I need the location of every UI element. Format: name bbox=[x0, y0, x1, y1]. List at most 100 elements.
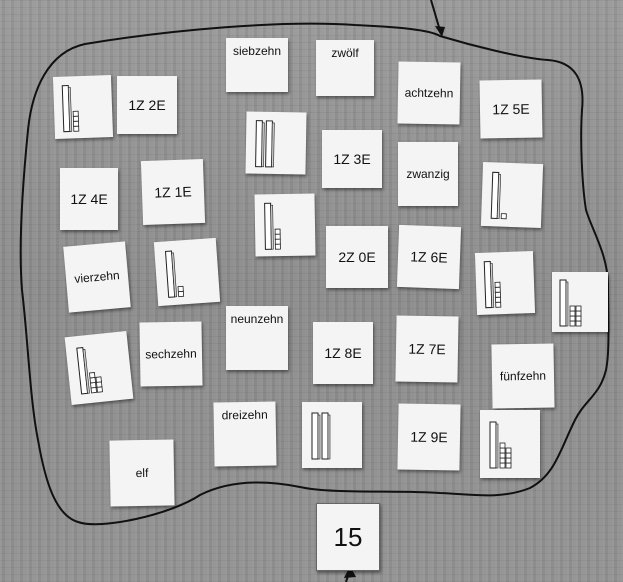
word-card-neunzehn[interactable]: neunzehn bbox=[226, 306, 288, 370]
one-cube bbox=[178, 291, 183, 296]
card-label: fünfzehn bbox=[500, 369, 546, 384]
ten-rod bbox=[256, 121, 265, 167]
word-card-dreizehn[interactable]: dreizehn bbox=[213, 401, 276, 466]
one-cube bbox=[496, 302, 501, 307]
blocks-card-1z7e[interactable] bbox=[65, 331, 134, 405]
blocks-card-1z5e[interactable] bbox=[475, 251, 535, 315]
one-cube bbox=[570, 316, 575, 321]
target-number: 15 bbox=[334, 522, 363, 553]
number-card-1z9e[interactable]: 1Z 9E bbox=[397, 403, 460, 470]
word-card-fuenfzehn[interactable]: fünfzehn bbox=[491, 343, 554, 408]
blocks-card-2z0e[interactable] bbox=[245, 111, 306, 174]
one-cube bbox=[495, 297, 500, 302]
one-cube bbox=[275, 234, 280, 239]
one-cube bbox=[570, 306, 575, 311]
card-label: 1Z 6E bbox=[410, 248, 448, 265]
number-card-1z1e[interactable]: 1Z 1E bbox=[141, 159, 205, 225]
card-label: 1Z 3E bbox=[333, 151, 370, 167]
one-cube bbox=[73, 116, 78, 121]
blocks-card-1z4e[interactable] bbox=[53, 75, 113, 139]
base-ten-blocks-icon bbox=[253, 117, 300, 170]
one-cube bbox=[506, 458, 511, 463]
one-cube bbox=[96, 377, 101, 382]
card-label: 1Z 7E bbox=[408, 341, 446, 358]
card-label: 1Z 1E bbox=[154, 183, 192, 200]
base-ten-blocks-icon bbox=[162, 244, 212, 299]
card-label: vierzehn bbox=[74, 268, 120, 286]
ten-rod bbox=[490, 422, 498, 468]
one-cube bbox=[495, 282, 500, 287]
one-cube bbox=[570, 311, 575, 316]
one-cube bbox=[576, 306, 581, 311]
base-ten-blocks-icon bbox=[309, 409, 355, 461]
number-card-1z7e[interactable]: 1Z 7E bbox=[395, 315, 458, 382]
number-card-1z3e[interactable]: 1Z 3E bbox=[322, 130, 382, 188]
word-card-elf[interactable]: elf bbox=[109, 439, 174, 506]
target-number-card[interactable]: 15 bbox=[316, 503, 380, 571]
word-card-zwanzig[interactable]: zwanzig bbox=[398, 142, 458, 206]
one-cube bbox=[275, 239, 280, 244]
base-ten-blocks-icon bbox=[481, 256, 529, 310]
one-cube bbox=[275, 229, 280, 234]
number-card-1z6e[interactable]: 1Z 6E bbox=[397, 225, 461, 289]
one-cube bbox=[506, 448, 511, 453]
base-ten-blocks-icon bbox=[262, 199, 309, 252]
card-label: elf bbox=[136, 466, 149, 480]
number-card-1z8e[interactable]: 1Z 8E bbox=[313, 322, 373, 384]
number-card-1z5e[interactable]: 1Z 5E bbox=[479, 79, 542, 138]
ten-rod bbox=[266, 121, 275, 167]
ten-rod bbox=[312, 413, 320, 459]
one-cube bbox=[73, 121, 78, 126]
one-cube bbox=[89, 373, 94, 378]
ten-rod bbox=[484, 261, 494, 307]
card-label: 1Z 5E bbox=[492, 101, 530, 118]
one-cube bbox=[501, 214, 506, 219]
blocks-card-1z8e[interactable] bbox=[552, 272, 608, 332]
word-card-sechzehn[interactable]: sechzehn bbox=[139, 321, 202, 386]
blocks-card-1z2e[interactable] bbox=[154, 238, 220, 306]
one-cube bbox=[506, 463, 511, 468]
base-ten-blocks-icon bbox=[73, 340, 124, 397]
card-label: 1Z 8E bbox=[324, 345, 361, 361]
card-label: 1Z 9E bbox=[410, 429, 448, 446]
blocks-card-1z9e[interactable] bbox=[480, 410, 540, 478]
number-card-1z2e[interactable]: 1Z 2E bbox=[117, 76, 177, 134]
card-label: 1Z 2E bbox=[128, 97, 165, 113]
one-cube bbox=[275, 244, 280, 249]
one-cube bbox=[500, 443, 505, 448]
ten-rod bbox=[166, 251, 177, 297]
one-cube bbox=[495, 292, 500, 297]
one-cube bbox=[495, 287, 500, 292]
ten-rod bbox=[560, 280, 568, 326]
number-card-2z0e[interactable]: 2Z 0E bbox=[326, 226, 388, 288]
card-label: achtzehn bbox=[405, 86, 454, 101]
one-cube bbox=[500, 448, 505, 453]
word-card-zwoelf[interactable]: zwölf bbox=[316, 40, 374, 96]
card-label: dreizehn bbox=[222, 408, 268, 423]
card-label: zwanzig bbox=[406, 167, 449, 181]
blocks-card-2z0e-second[interactable] bbox=[302, 402, 362, 468]
card-label: 1Z 4E bbox=[70, 191, 107, 207]
ten-rod bbox=[77, 347, 90, 394]
number-card-1z4e[interactable]: 1Z 4E bbox=[60, 168, 118, 230]
one-cube bbox=[500, 463, 505, 468]
blocks-card-1z1e[interactable] bbox=[481, 162, 543, 228]
base-ten-blocks-icon bbox=[59, 80, 107, 134]
word-card-siebzehn[interactable]: siebzehn bbox=[226, 38, 288, 92]
one-cube bbox=[570, 321, 575, 326]
card-label: sechzehn bbox=[145, 347, 197, 362]
one-cube bbox=[506, 453, 511, 458]
blocks-card-1z4e-second[interactable] bbox=[254, 193, 315, 256]
one-cube bbox=[500, 458, 505, 463]
ten-rod bbox=[322, 413, 330, 459]
one-cube bbox=[576, 316, 581, 321]
ten-rod bbox=[265, 203, 274, 249]
base-ten-blocks-icon bbox=[488, 168, 536, 222]
card-label: siebzehn bbox=[233, 44, 281, 58]
ten-rod bbox=[62, 85, 72, 131]
word-card-achtzehn[interactable]: achtzehn bbox=[397, 61, 460, 124]
one-cube bbox=[74, 126, 79, 131]
word-card-vierzehn[interactable]: vierzehn bbox=[63, 241, 131, 312]
base-ten-blocks-icon bbox=[487, 418, 533, 470]
